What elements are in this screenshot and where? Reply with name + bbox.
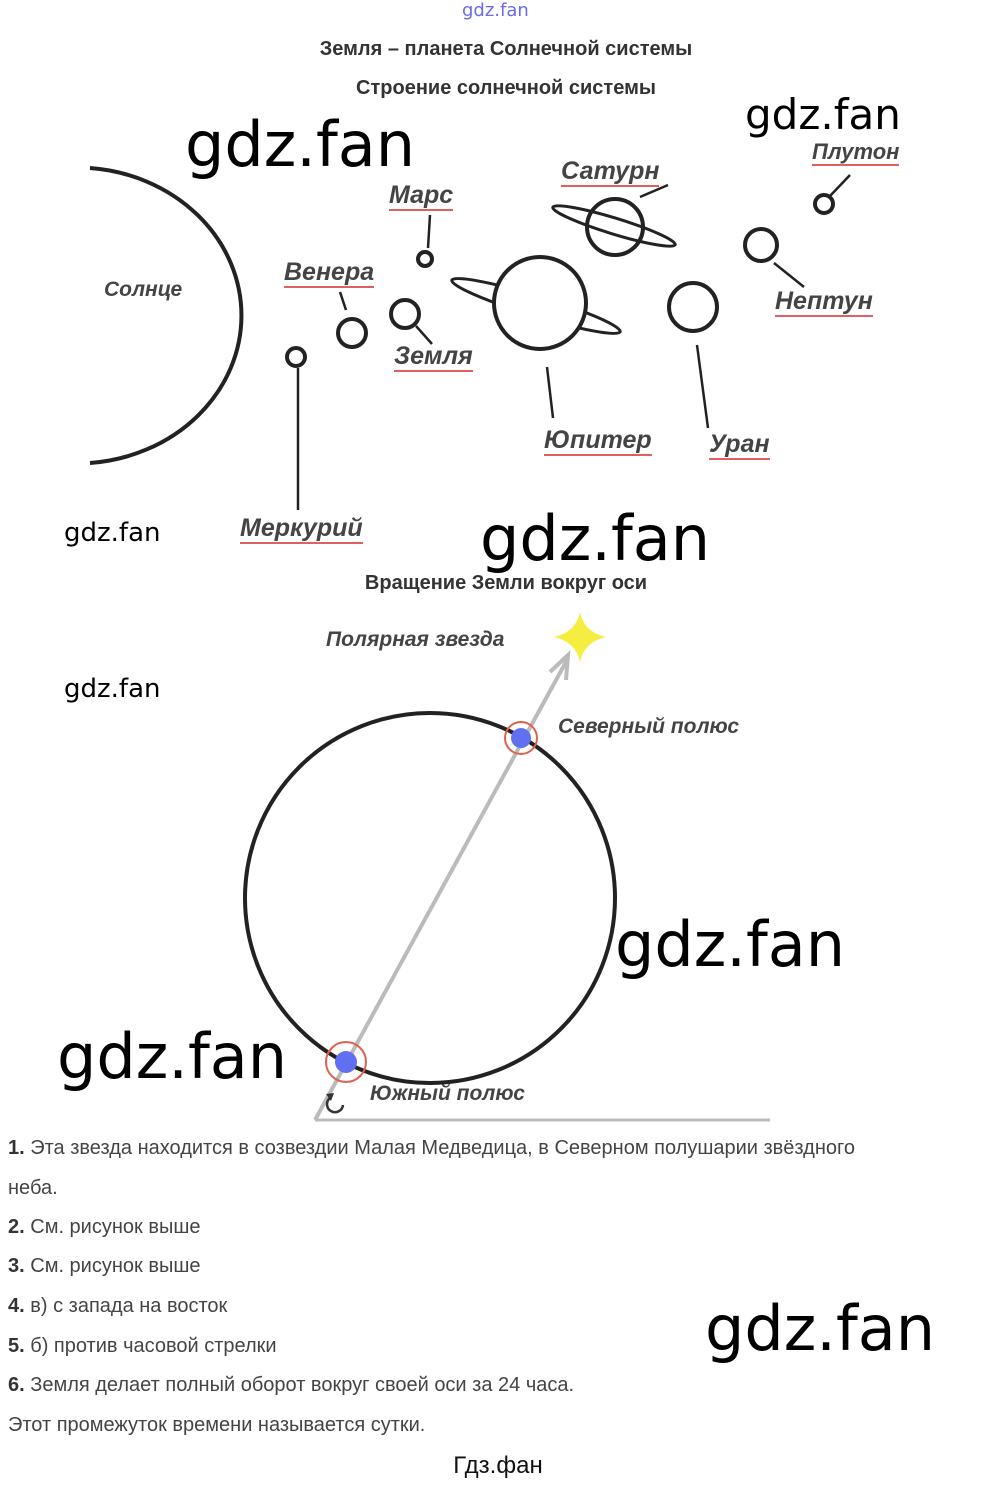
watermark: gdz.fan [615,908,846,981]
uranus-circle [667,281,719,333]
uranus-label: Уран [709,430,770,460]
mars-label: Марс [389,181,454,211]
solar-system-diagram [89,166,851,510]
north-pole-ring [504,721,538,755]
answer-6-cont: Этот промежуток времени называется сутки… [8,1414,426,1436]
neptune-circle [743,227,779,263]
mercury-circle [285,346,307,368]
neptune-label: Нептун [775,287,873,317]
star-icon [554,612,606,662]
mars-circle [416,250,434,268]
jupiter-circle [492,255,588,351]
pluto-circle [813,193,835,215]
answer-3: 3. См. рисунок выше [8,1255,201,1277]
leader-lines [296,174,851,510]
answer-1-cont: неба. [8,1177,58,1199]
saturn-circle [585,197,645,257]
sun-label: Солнце [104,278,183,301]
footer: Гдз.фан [453,1452,543,1479]
axis-arrowhead [548,649,571,681]
north-pole-label: Северный полюс [558,715,740,738]
section-title-rotation: Вращение Земли вокруг оси [364,572,648,594]
jupiter-label: Юпитер [544,426,652,456]
earth-outline [243,711,617,1085]
south-pole-label: Южный полюс [370,1082,525,1105]
answer-5: 5. б) против часовой стрелки [8,1335,277,1357]
saturn-ring [551,204,677,248]
header-watermark: gdz.fan [462,0,529,21]
sun-arc [89,166,244,465]
watermark: gdz.fan [64,518,161,548]
watermark: gdz.fan [64,674,161,704]
watermark: gdz.fan [705,1292,936,1365]
pluto-label: Плутон [812,139,900,166]
south-pole-dot [335,1051,357,1073]
venus-label: Венера [284,258,375,288]
mercury-label: Меркурий [240,514,363,544]
south-pole-ring [325,1041,367,1083]
section-title-structure: Строение солнечной системы [356,77,656,99]
rotation-diagram [243,612,770,1122]
watermark: gdz.fan [480,502,711,575]
polar-star-label: Полярная звезда [326,628,505,651]
earth-circle [389,298,421,330]
answer-6: 6. Земля делает полный оборот вокруг сво… [8,1374,575,1396]
watermark: gdz.fan [745,90,901,139]
answer-4: 4. в) с запада на восток [8,1295,228,1317]
rotation-arrow-icon [325,1097,345,1114]
saturn-label: Сатурн [561,157,660,187]
answer-1: 1. Эта звезда находится в созвездии Мала… [8,1137,855,1159]
venus-circle [336,317,368,349]
page-title: Земля – планета Солнечной системы [319,38,693,60]
answer-2: 2. См. рисунок выше [8,1216,201,1238]
watermark: gdz.fan [57,1020,288,1093]
earth-label: Земля [394,342,473,372]
north-pole-dot [511,728,531,748]
watermark: gdz.fan [185,108,416,181]
